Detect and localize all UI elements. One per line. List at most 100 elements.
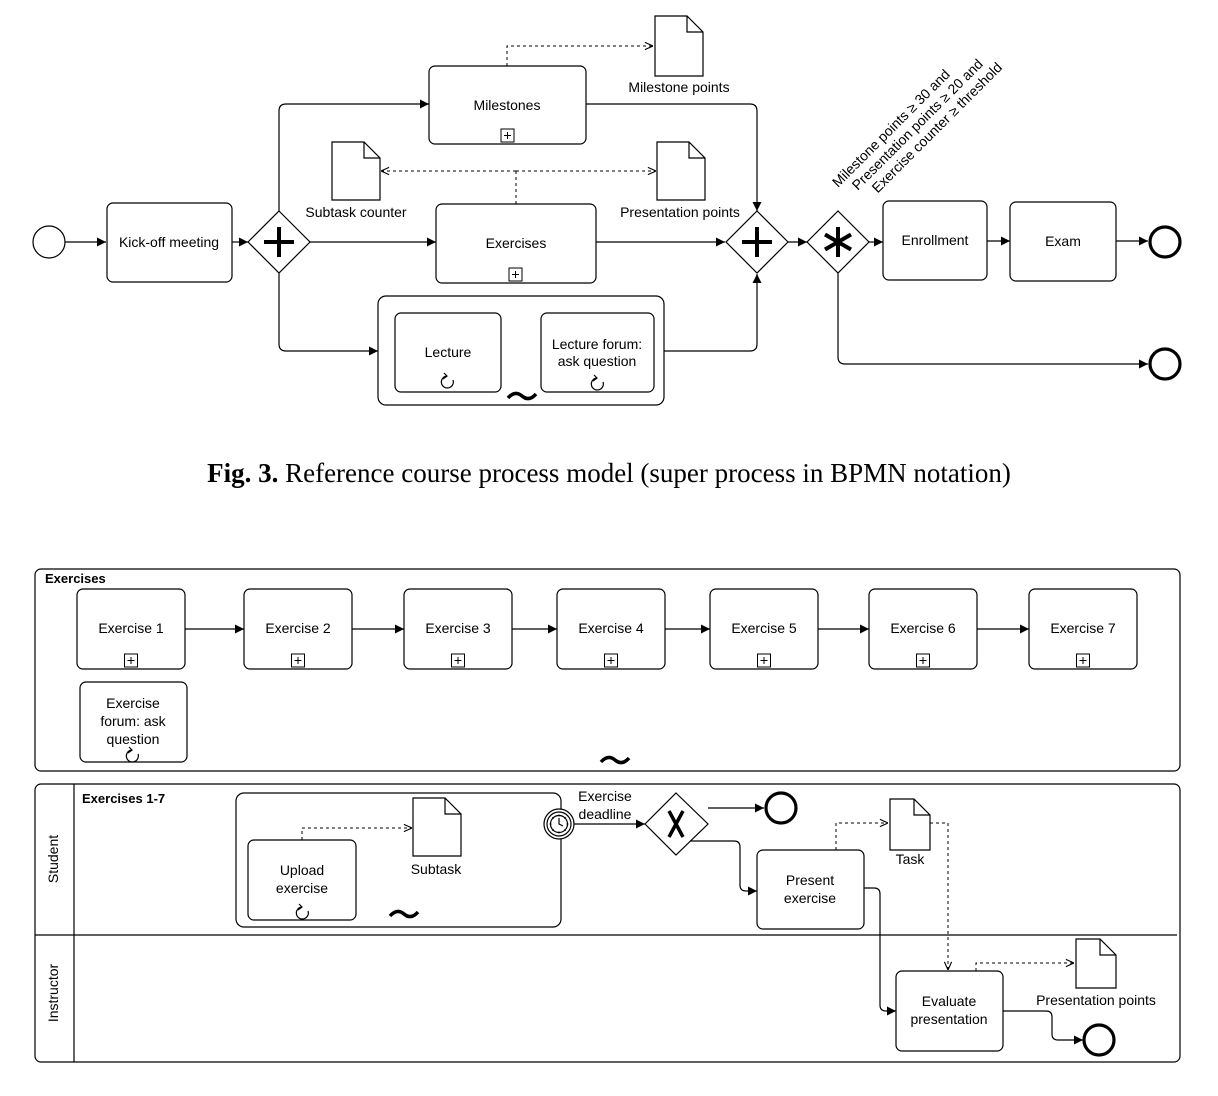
caption-text: Reference course process model (super pr… [285, 458, 1011, 488]
data-object-presentation-points: Presentation points [620, 141, 740, 220]
task-exercise-7: Exercise 7 [1028, 588, 1138, 670]
exercises-label: Exercises [486, 235, 547, 251]
exercise-task-list: Exercise 1 Exercise 2 Exercise 3 Exercise 4… [76, 588, 1138, 670]
milestone-points-label: Milestone points [628, 79, 729, 95]
timer-boundary-event [543, 808, 575, 840]
exercise-detail-pool: Student Instructor Exercises 1-7 Upload … [34, 783, 1181, 1063]
present-label-1: Present [786, 872, 834, 888]
subtask-counter-label: Subtask counter [305, 204, 407, 220]
exercise-5-label: Exercise 5 [731, 620, 797, 636]
adhoc-tilde-icon [506, 391, 538, 401]
super-process-diagram: Kick-off meeting Milestones Milestone po… [32, 15, 1182, 406]
start-event [32, 225, 66, 259]
exercise-4-label: Exercise 4 [578, 620, 644, 636]
enrollment-label: Enrollment [902, 232, 969, 248]
assoc-milestones-doc [506, 46, 653, 66]
lane-instructor-label: Instructor [45, 963, 61, 1022]
assoc-upload-subtask [301, 828, 412, 840]
task-exercise-6: Exercise 6 [868, 588, 978, 670]
present-label-2: exercise [784, 890, 836, 906]
exercise-6-label: Exercise 6 [890, 620, 956, 636]
lecture-label: Lecture [425, 344, 472, 360]
flow-present-evaluate [864, 887, 896, 1016]
complex-gateway-conditions: Milestone points ≥ 30 and Presentation p… [829, 56, 1005, 196]
exercise-7-label: Exercise 7 [1050, 620, 1116, 636]
condition-presentation: Presentation points ≥ 20 and [849, 56, 986, 193]
data-object-presentation-points-2: Presentation points [1036, 938, 1156, 1008]
data-object-subtask: Subtask [411, 797, 463, 877]
adhoc-tilde-icon [388, 909, 420, 919]
caption-label: Fig. 3. [207, 458, 278, 488]
task-kickoff-meeting: Kick-off meeting [106, 202, 233, 283]
task-lecture [394, 312, 502, 393]
flow-milestones-join [586, 103, 762, 211]
end-event [1148, 347, 1182, 381]
data-object-task: Task [889, 798, 931, 867]
subtask-label: Subtask [411, 861, 463, 877]
lecture-forum-label-2: ask question [558, 353, 637, 369]
end-event [764, 791, 798, 825]
lane-student-label: Student [45, 835, 61, 883]
task-lecture-forum [540, 312, 655, 393]
end-event [1148, 225, 1182, 259]
task-evaluate-presentation: Evaluate presentation [895, 970, 1004, 1052]
flow-split-milestones [278, 99, 429, 211]
flow-lecture-join [664, 274, 762, 352]
flow-split-lecture [278, 273, 378, 356]
upload-label-2: exercise [276, 880, 328, 896]
loop-icon [590, 377, 604, 391]
flow-gateway-present [690, 840, 757, 896]
assoc-evaluate-points [975, 963, 1074, 971]
forum-label-1: Exercise [106, 695, 160, 711]
assoc-task-evaluate [930, 822, 948, 970]
figure-caption: Fig. 3. Reference course process model (… [207, 458, 1011, 488]
subprocess-milestones: Milestones [428, 65, 587, 145]
flow-complex-end [837, 273, 1148, 369]
forum-label-3: question [107, 731, 160, 747]
upload-label-1: Upload [280, 862, 324, 878]
task-upload-exercise: Upload exercise [247, 839, 357, 921]
exercise-2-label: Exercise 2 [265, 620, 331, 636]
evaluate-label-2: presentation [910, 1011, 987, 1027]
exercises-pool: Exercises Exercise 1 Exercise 2 Exercise 3… [34, 568, 1181, 772]
task-enrollment: Enrollment [882, 200, 988, 281]
task-kickoff-label: Kick-off meeting [119, 234, 219, 250]
complex-gateway [806, 210, 870, 274]
deadline-label-1: Exercise [578, 788, 632, 804]
end-event [1082, 1023, 1116, 1057]
flow-evaluate-end [1003, 1010, 1083, 1045]
exclusive-gateway [644, 792, 709, 856]
task-exercise-1: Exercise 1 [76, 588, 186, 670]
task-exercise-5: Exercise 5 [709, 588, 819, 670]
loop-icon [295, 906, 309, 920]
parallel-split-gateway [247, 210, 311, 274]
milestones-label: Milestones [474, 97, 541, 113]
loop-icon [440, 375, 454, 389]
task-doc-label: Task [896, 851, 926, 867]
forum-label-2: forum: ask [100, 713, 166, 729]
exercise-detail-title: Exercises 1-7 [82, 791, 165, 806]
task-exercise-2: Exercise 2 [243, 588, 353, 670]
adhoc-tilde-icon [599, 755, 631, 765]
task-exercise-forum: Exercise forum: ask question [79, 681, 188, 763]
exam-label: Exam [1045, 233, 1081, 249]
adhoc-subprocess-lecture: Lecture Lecture forum: ask question [377, 295, 665, 406]
evaluate-label-1: Evaluate [922, 993, 977, 1009]
presentation-points-label: Presentation points [620, 204, 740, 220]
data-object-milestone-points: Milestone points [628, 15, 730, 95]
task-present-exercise: Present exercise [756, 849, 865, 930]
exercises-pool-title: Exercises [45, 571, 106, 586]
exercise-1-label: Exercise 1 [98, 620, 164, 636]
parallel-join-gateway [725, 210, 789, 274]
loop-icon [125, 749, 139, 763]
exercise-3-label: Exercise 3 [425, 620, 491, 636]
assoc-present-task [835, 823, 888, 850]
data-object-subtask-counter: Subtask counter [305, 141, 407, 220]
task-exam: Exam [1009, 201, 1117, 282]
lecture-forum-label-1: Lecture forum: [552, 336, 642, 352]
deadline-label-2: deadline [579, 806, 632, 822]
task-exercise-4: Exercise 4 [556, 588, 666, 670]
task-exercise-3: Exercise 3 [403, 588, 513, 670]
subprocess-exercises: Exercises [435, 203, 597, 284]
